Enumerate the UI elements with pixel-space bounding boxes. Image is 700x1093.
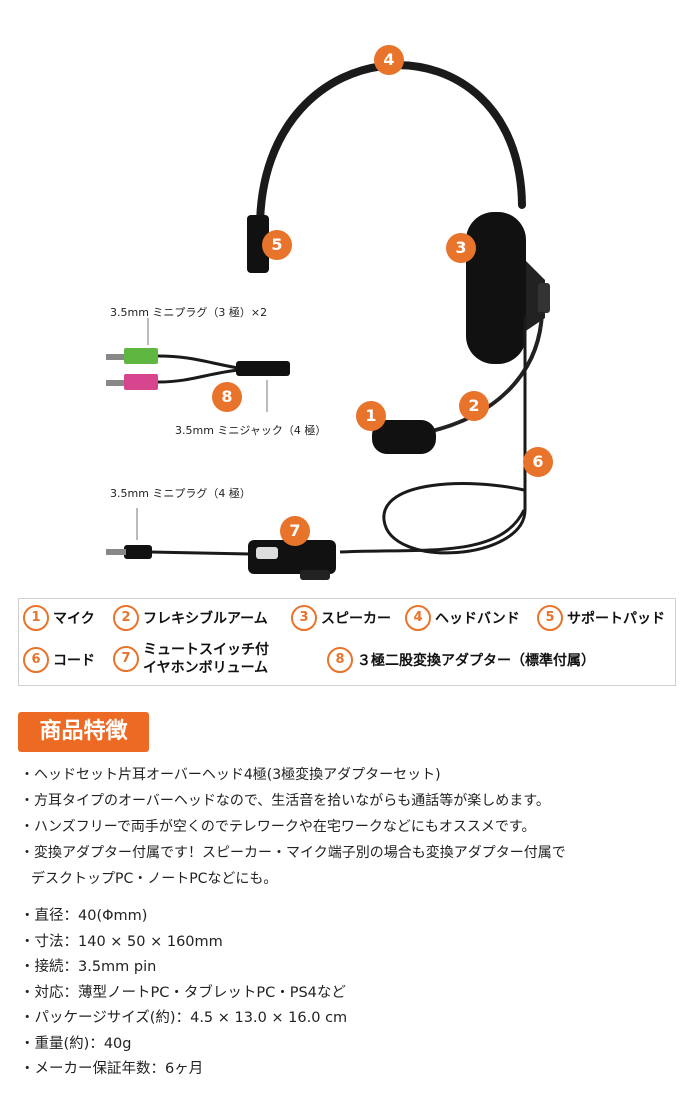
main-cable bbox=[339, 509, 526, 554]
spec-compatibility: ・対応：薄型ノートPC・タブレットPC・PS4など bbox=[20, 984, 346, 1001]
badge-1: 1 bbox=[356, 401, 386, 431]
spec-dimensions: ・寸法：140 × 50 × 160mm bbox=[20, 933, 223, 950]
legend-num: 8 bbox=[327, 647, 353, 673]
legend-item-3: 3 スピーカー bbox=[291, 605, 391, 631]
badge-8: 8 bbox=[212, 382, 242, 412]
legend-num: 7 bbox=[113, 646, 139, 672]
legend-label: スピーカー bbox=[321, 611, 391, 627]
feature-item: ・ハンズフリーで両手が空くのでテレワークや在宅ワークなどにもオススメです。 bbox=[20, 819, 536, 835]
legend-label: コード bbox=[53, 653, 95, 669]
legend-label: マイク bbox=[53, 611, 95, 627]
adapter-cable-green bbox=[157, 354, 239, 370]
spec-connection: ・接続：3.5mm pin bbox=[20, 959, 157, 975]
legend-label: サポートパッド bbox=[567, 611, 665, 627]
4pole-jack bbox=[236, 361, 290, 376]
feature-item: ・方耳タイプのオーバーヘッドなので、生活音を拾いながらも通話等が楽しめます。 bbox=[20, 793, 550, 809]
pink-plug-body bbox=[124, 374, 158, 390]
feature-item: ・変換アダプター付属です！スピーカー・マイク端子別の場合も変換アダプター付属で bbox=[20, 845, 566, 861]
legend-item-2: 2 フレキシブルアーム bbox=[113, 605, 268, 631]
4pole-plug-body bbox=[124, 545, 152, 559]
legend-label: ３極二股変換アダプター（標準付属） bbox=[357, 653, 595, 669]
spec-list: ・直径：40(Φmm) ・寸法：140 × 50 × 160mm ・接続：3.5… bbox=[20, 904, 680, 1083]
parts-legend: 1 マイク 2 フレキシブルアーム 3 スピーカー 4 ヘッドバンド 5 サポー… bbox=[18, 598, 676, 686]
legend-label: フレキシブルアーム bbox=[143, 611, 268, 627]
spec-weight: ・重量(約)：40g bbox=[20, 1035, 132, 1052]
features-heading: 商品特徴 bbox=[18, 712, 149, 752]
green-plug-body bbox=[124, 348, 158, 364]
legend-item-8: 8 ３極二股変換アダプター（標準付属） bbox=[327, 647, 595, 673]
volume-wheel bbox=[300, 570, 330, 580]
spec-package-size: ・パッケージサイズ(約)：4.5 × 13.0 × 16.0 cm bbox=[20, 1010, 348, 1026]
4pole-plug-tip bbox=[106, 549, 126, 555]
badge-5: 5 bbox=[262, 230, 292, 260]
legend-item-6: 6 コード bbox=[23, 647, 95, 673]
legend-label-line2: イヤホンボリューム bbox=[143, 660, 269, 676]
jack4-label: 3.5mm ミニジャック（4 極） bbox=[175, 424, 327, 437]
legend-label-line1: ミュートスイッチ付 bbox=[143, 642, 269, 658]
mic-arm bbox=[427, 311, 544, 434]
spec-warranty: ・メーカー保証年数：6ヶ月 bbox=[20, 1061, 204, 1077]
legend-num: 3 bbox=[291, 605, 317, 631]
headband bbox=[256, 61, 526, 232]
mute-switch bbox=[256, 547, 278, 559]
badge-3: 3 bbox=[446, 233, 476, 263]
legend-num: 6 bbox=[23, 647, 49, 673]
badge-2: 2 bbox=[459, 391, 489, 421]
legend-num: 4 bbox=[405, 605, 431, 631]
plug-cable bbox=[149, 550, 251, 556]
adapter-cable-pink bbox=[157, 368, 239, 384]
pink-plug-tip bbox=[106, 380, 126, 386]
legend-num: 1 bbox=[23, 605, 49, 631]
legend-item-5: 5 サポートパッド bbox=[537, 605, 665, 631]
microphone bbox=[372, 420, 436, 454]
legend-label: ミュートスイッチ付 イヤホンボリューム bbox=[143, 641, 269, 677]
legend-item-4: 4 ヘッドバンド bbox=[405, 605, 520, 631]
legend-label: ヘッドバンド bbox=[435, 611, 520, 627]
speaker bbox=[466, 212, 526, 364]
spec-diameter: ・直径：40(Φmm) bbox=[20, 908, 148, 924]
support-pad bbox=[247, 215, 269, 273]
legend-item-7: 7 ミュートスイッチ付 イヤホンボリューム bbox=[113, 641, 269, 677]
legend-item-1: 1 マイク bbox=[23, 605, 95, 631]
earcup-clip bbox=[538, 283, 550, 313]
feature-item-continuation: デスクトップPC・ノートPCなどにも。 bbox=[31, 871, 278, 887]
legend-num: 5 bbox=[537, 605, 563, 631]
cable-loop bbox=[382, 482, 527, 555]
features-list: ・ヘッドセット片耳オーバーヘッド4極(3極変換アダプターセット) ・方耳タイプの… bbox=[20, 762, 680, 892]
badge-4: 4 bbox=[374, 45, 404, 75]
headset-diagram bbox=[106, 61, 550, 580]
badge-7: 7 bbox=[280, 516, 310, 546]
legend-num: 2 bbox=[113, 605, 139, 631]
plug4-label: 3.5mm ミニプラグ（4 極） bbox=[110, 487, 251, 500]
plug3-label: 3.5mm ミニプラグ（3 極）×2 bbox=[110, 306, 268, 319]
green-plug-tip bbox=[106, 354, 126, 360]
badge-6: 6 bbox=[523, 447, 553, 477]
feature-item: ・ヘッドセット片耳オーバーヘッド4極(3極変換アダプターセット) bbox=[20, 767, 441, 783]
